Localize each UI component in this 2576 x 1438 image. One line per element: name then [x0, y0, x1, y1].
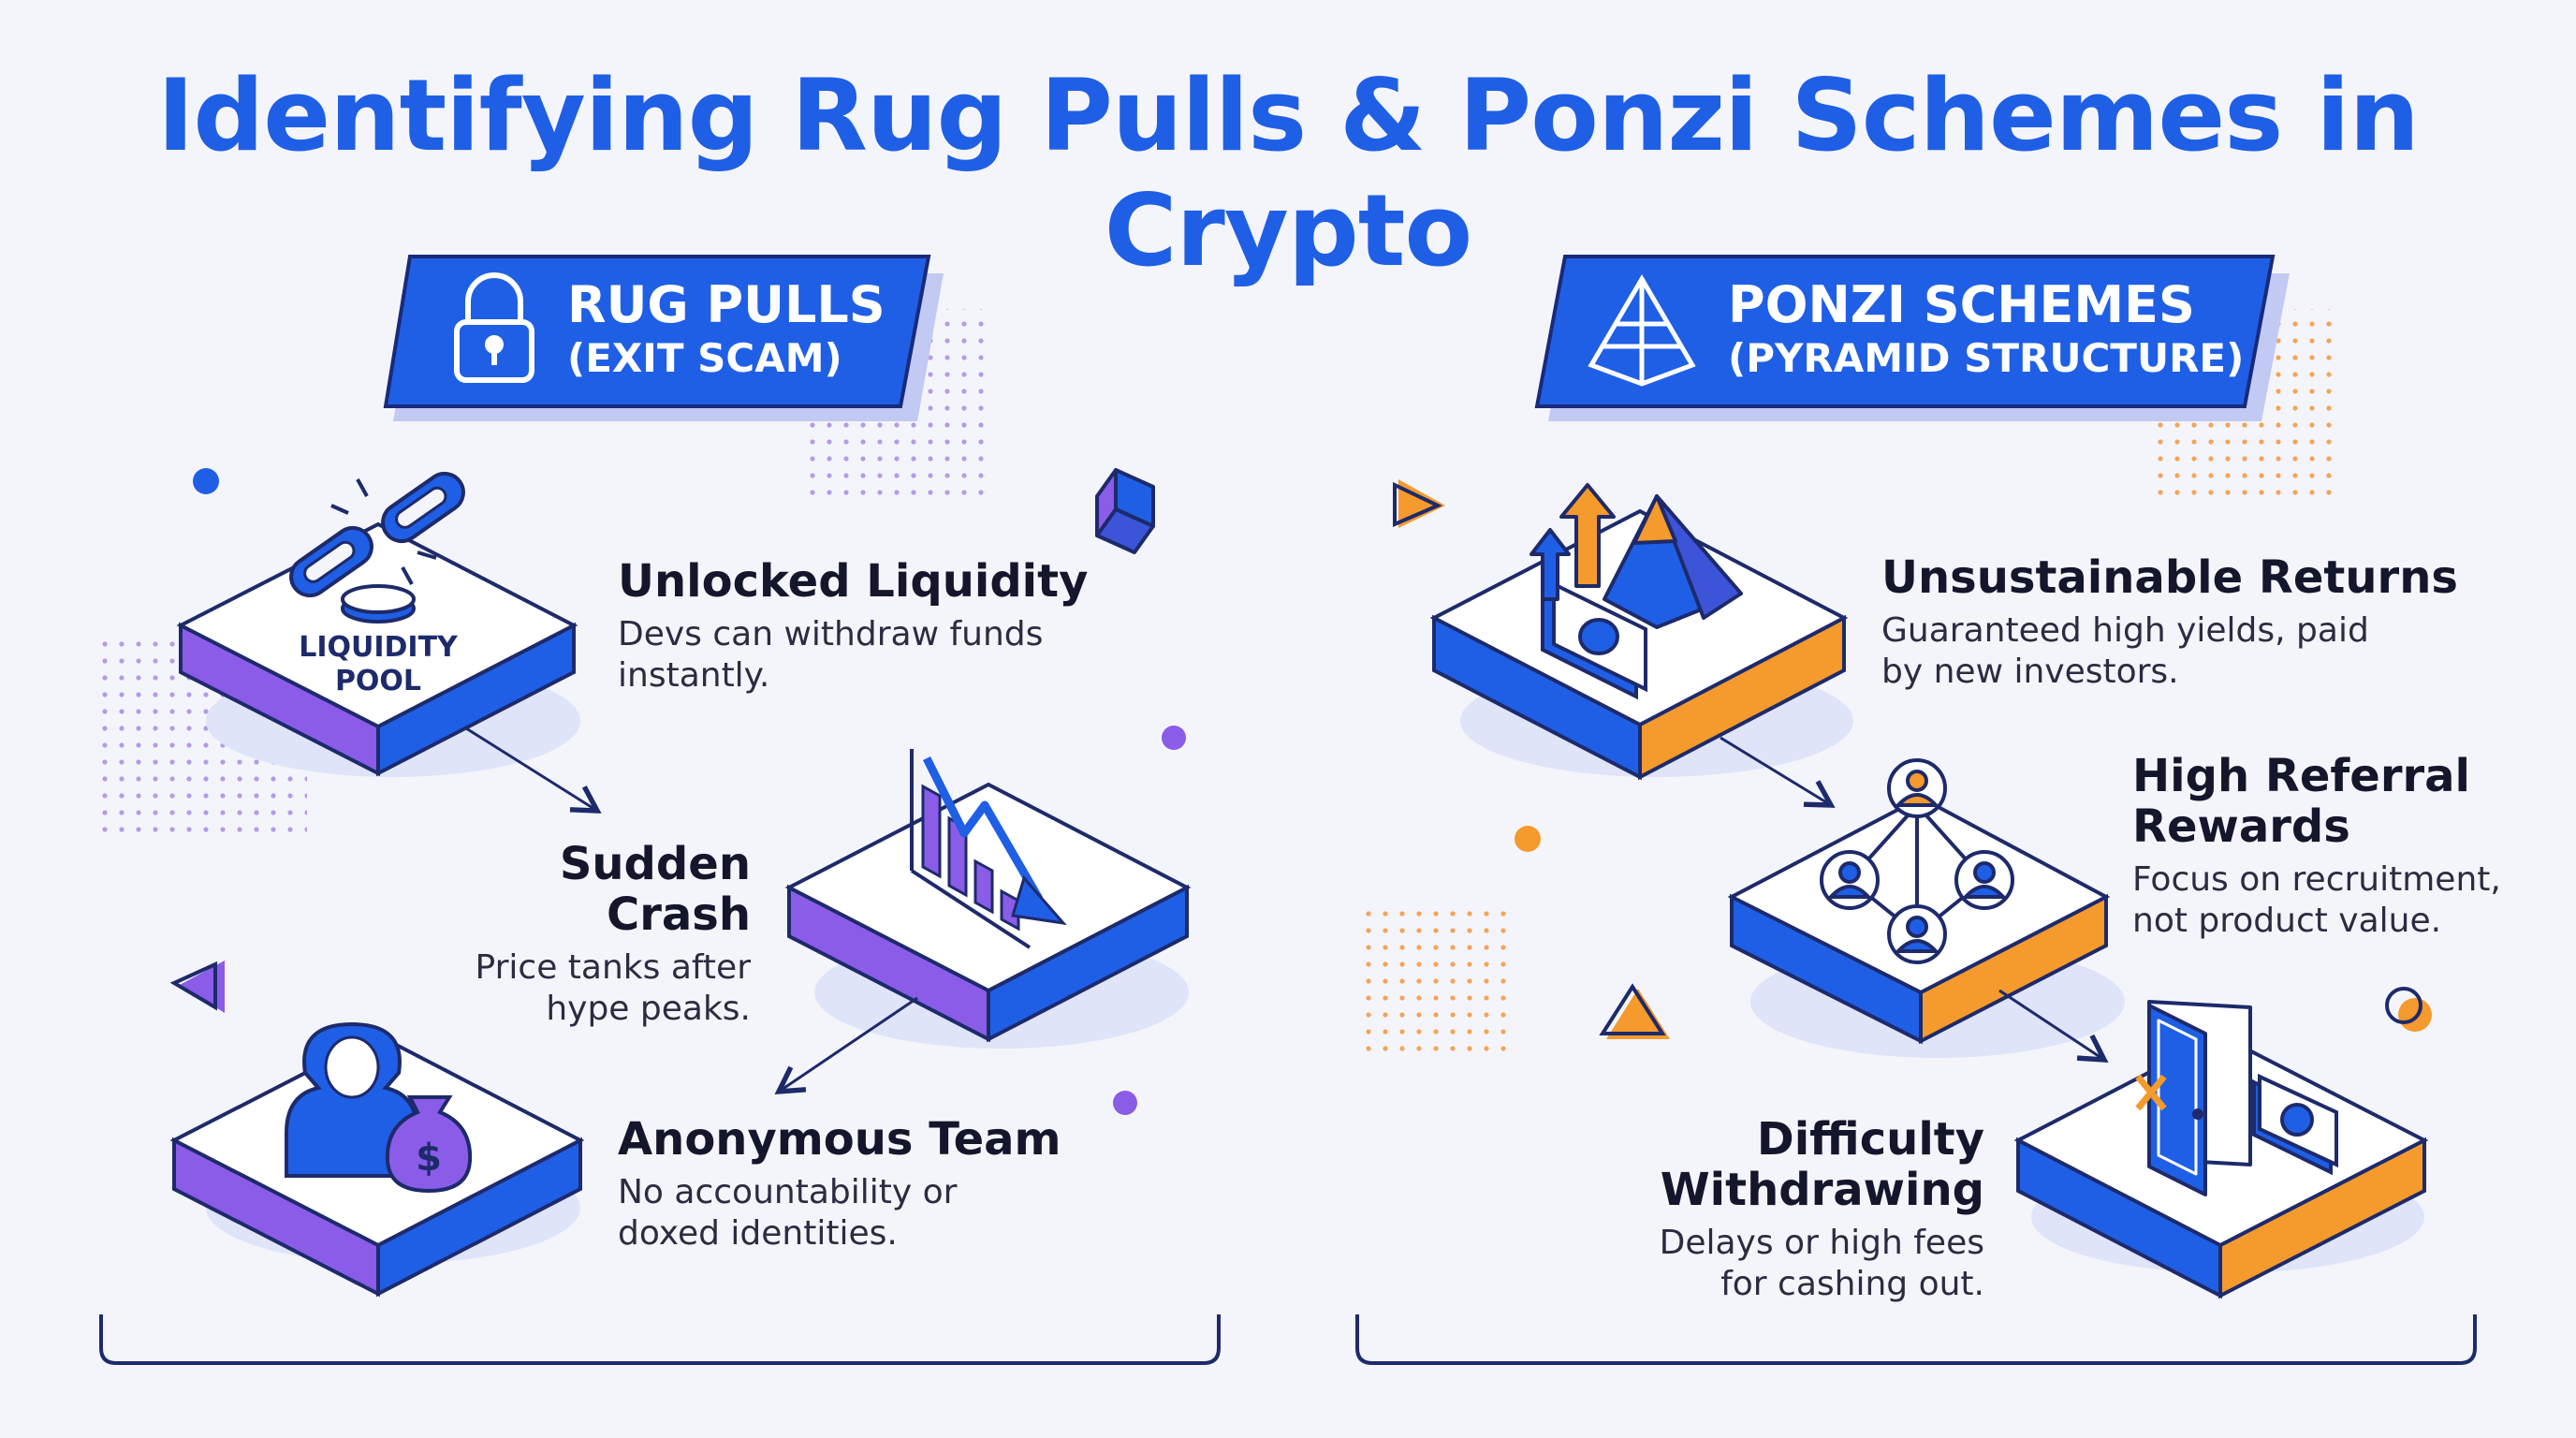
- money-pyramid-icon: [1530, 483, 1743, 700]
- flow-arrow: [1720, 736, 1836, 808]
- sudden-crash-platform: [784, 782, 1192, 1049]
- pyramid-icon: [1588, 274, 1696, 387]
- pool-label-line1: LIQUIDITY: [299, 631, 458, 664]
- triangle-decoration: [1393, 479, 1445, 528]
- rug-pulls-banner-title: RUG PULLS (EXIT SCAM): [567, 277, 886, 384]
- rug-pulls-subtitle: (EXIT SCAM): [567, 335, 842, 381]
- triangle-decoration: [169, 961, 225, 1013]
- item-description-line1: Focus on recruitment,: [2132, 860, 2501, 899]
- item-description-line2: by new investors.: [1881, 653, 2179, 691]
- item-heading-line2: Rewards: [2132, 800, 2350, 853]
- rug-pulls-title: RUG PULLS: [567, 275, 886, 334]
- flow-arrow: [774, 996, 918, 1095]
- falling-chart-icon: [910, 749, 1067, 949]
- item-description-line1: No accountability or: [618, 1173, 958, 1211]
- broken-chain-icon: [289, 471, 465, 624]
- item-description-line1: Price tanks after: [475, 948, 751, 987]
- hooded-figure-icon: [285, 1021, 419, 1178]
- liquidity-pool-platform: [176, 521, 580, 777]
- item-heading: Difficulty Withdrawing: [1660, 1113, 1984, 1216]
- dot-decoration: [1113, 1091, 1137, 1115]
- ponzi-banner-title: PONZI SCHEMES (PYRAMID STRUCTURE): [1728, 277, 2244, 384]
- item-description-line1: Devs can withdraw funds: [618, 615, 1044, 653]
- section-bracket: [1355, 1314, 2477, 1365]
- ring-decoration: [2385, 987, 2432, 1032]
- dot-decoration: [193, 468, 219, 494]
- page-title: Identifying Rug Pulls & Ponzi Schemes in…: [156, 58, 2420, 288]
- unlocked-liquidity-item: Unlocked Liquidity Devs can withdraw fun…: [618, 556, 1088, 697]
- item-heading: Unlocked Liquidity: [618, 555, 1089, 608]
- item-description-line2: instantly.: [618, 656, 770, 695]
- locked-door-icon: [2135, 1000, 2252, 1196]
- flow-arrow: [1998, 989, 2109, 1063]
- rug-pulls-banner: [383, 255, 944, 421]
- section-bracket: [99, 1314, 1221, 1365]
- item-description-line2: not product value.: [2132, 902, 2442, 940]
- high-referral-rewards-item: High Referral Rewards Focus on recruitme…: [2132, 751, 2501, 942]
- referral-network-icon: [1820, 758, 2014, 964]
- dot-grid-decoration: [1355, 902, 1515, 1062]
- pool-label-line2: POOL: [334, 665, 422, 697]
- difficulty-withdrawing-platform: [2013, 1033, 2429, 1299]
- item-heading: Unsustainable Returns: [1881, 551, 2458, 604]
- dot-decoration: [1515, 826, 1541, 852]
- unsustainable-returns-item: Unsustainable Returns Guaranteed high yi…: [1881, 552, 2458, 693]
- ponzi-schemes-banner: [1534, 255, 2290, 421]
- padlock-icon: [454, 272, 534, 383]
- sudden-crash-item: Sudden Crash Price tanks after hype peak…: [402, 839, 751, 1030]
- item-heading: Sudden Crash: [559, 838, 751, 941]
- item-description-line2: hype peaks.: [546, 990, 751, 1028]
- difficulty-withdrawing-item: Difficulty Withdrawing Delays or high fe…: [1432, 1114, 1984, 1305]
- anonymous-team-item: Anonymous Team No accountability or doxe…: [618, 1114, 1061, 1255]
- money-bag-icon: $: [385, 1095, 473, 1194]
- item-description-line1: Guaranteed high yields, paid: [1881, 611, 2369, 650]
- item-heading-line1: High Referral: [2132, 750, 2471, 802]
- ponzi-subtitle: (PYRAMID STRUCTURE): [1728, 335, 2245, 381]
- dot-decoration: [1162, 726, 1186, 750]
- item-description-line2: for cashing out.: [1720, 1265, 1984, 1303]
- liquidity-pool-label: LIQUIDITY POOL: [285, 631, 472, 698]
- svg-text:$: $: [416, 1137, 442, 1180]
- flow-arrow: [465, 726, 602, 814]
- item-heading: Anonymous Team: [618, 1113, 1061, 1166]
- cube-decoration: [1095, 468, 1155, 554]
- item-description-line1: Delays or high fees: [1659, 1224, 1984, 1262]
- item-description-line2: doxed identities.: [618, 1214, 898, 1253]
- triangle-decoration: [1599, 983, 1670, 1039]
- cash-stack-icon: [2252, 1073, 2338, 1176]
- referral-rewards-platform: [1727, 795, 2125, 1058]
- unsustainable-returns-platform: [1429, 508, 1853, 781]
- ponzi-title: PONZI SCHEMES: [1728, 275, 2195, 334]
